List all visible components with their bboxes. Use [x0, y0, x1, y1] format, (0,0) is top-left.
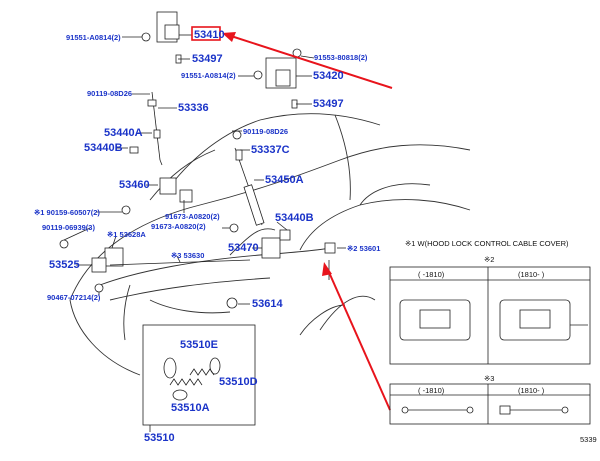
callout-91673-a0820-b[interactable]: 91673-A0820(2) — [151, 222, 206, 231]
callout-53450a[interactable]: 53450A — [265, 174, 304, 186]
car-body-outline — [69, 113, 471, 376]
callout-53525[interactable]: 53525 — [49, 259, 80, 271]
callout-53440b-left[interactable]: 53440B — [84, 142, 123, 154]
callout-90119-08d26-b[interactable]: 90119-08D26 — [243, 127, 288, 136]
hood-hinge-assembly — [141, 11, 302, 109]
note-box-2 — [389, 266, 591, 365]
callout-53601[interactable]: ※2 53601 — [347, 244, 380, 253]
hood-lock-assembly — [59, 177, 336, 309]
spring-part — [163, 357, 221, 401]
note-box-3 — [389, 383, 591, 425]
note-box-2-title: ※2 — [484, 255, 494, 264]
note-box-2-col2: (1810- ) — [518, 270, 545, 279]
note-box-3-col2: (1810- ) — [518, 386, 545, 395]
note-box-3-title: ※3 — [484, 374, 494, 383]
callout-91553-80818[interactable]: 91553-80818(2) — [314, 53, 368, 62]
hood-support-rod — [129, 91, 163, 166]
callout-90119-08d26-a[interactable]: 90119-08D26 — [87, 89, 132, 98]
footer-code: 5339 — [580, 435, 597, 444]
callout-53410[interactable]: 53410 — [194, 29, 225, 41]
callout-91551-a0814-top[interactable]: 91551-A0814(2) — [66, 33, 121, 42]
callout-53460[interactable]: 53460 — [119, 179, 150, 191]
callout-53510d[interactable]: 53510D — [219, 376, 258, 388]
callout-53336[interactable]: 53336 — [178, 102, 209, 114]
highlight-arrow — [222, 32, 393, 411]
callout-53614[interactable]: 53614 — [252, 298, 283, 310]
cable-cover-old — [399, 299, 471, 341]
cable-old — [401, 406, 474, 414]
callout-highlight-box — [191, 26, 221, 41]
callout-53510a[interactable]: 53510A — [171, 402, 210, 414]
callout-90467-07214[interactable]: 90467-07214(2) — [47, 293, 101, 302]
spring-kit-inset — [142, 324, 256, 432]
callout-53510[interactable]: 53510 — [144, 432, 175, 444]
callout-53420[interactable]: 53420 — [313, 70, 344, 82]
callout-53497-mid[interactable]: 53497 — [313, 98, 344, 110]
callout-53470[interactable]: 53470 — [228, 242, 259, 254]
callout-53440b-right[interactable]: 53440B — [275, 212, 314, 224]
callout-53628a[interactable]: ※1 53628A — [107, 230, 146, 239]
note-1-text: ※1 W(HOOD LOCK CONTROL CABLE COVER) — [405, 239, 569, 248]
note-box-3-col1: ( -1810) — [418, 386, 445, 395]
note-box-2-col1: ( -1810) — [418, 270, 445, 279]
callout-53337c[interactable]: 53337C — [251, 144, 290, 156]
leader-lines — [63, 34, 346, 305]
cable-new — [499, 405, 569, 415]
callout-91673-a0820-a[interactable]: 91673-A0820(2) — [165, 212, 220, 221]
callout-91551-a0814-mid[interactable]: 91551-A0814(2) — [181, 71, 236, 80]
cable-cover-new — [499, 299, 588, 341]
callout-53497-top[interactable]: 53497 — [192, 53, 223, 65]
hood-damper — [232, 130, 265, 226]
callout-90159-60507[interactable]: ※1 90159-60507(2) — [34, 208, 100, 217]
callout-53630[interactable]: ※3 53630 — [171, 251, 204, 260]
callout-53510e[interactable]: 53510E — [180, 339, 218, 351]
callout-90119-06939[interactable]: 90119-06939(3) — [42, 223, 95, 232]
callout-53440a[interactable]: 53440A — [104, 127, 143, 139]
